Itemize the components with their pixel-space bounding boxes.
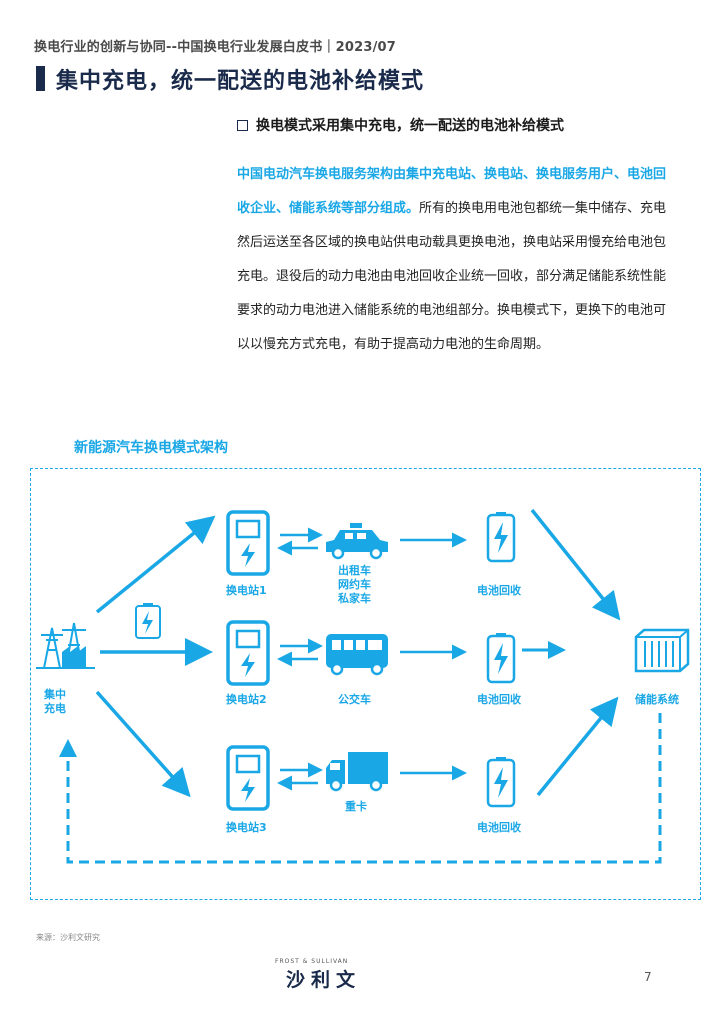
vehicle-label-1: 出租车 网约车 私家车 — [338, 564, 371, 606]
storage-container-icon — [634, 628, 690, 673]
central-label-line1: 集中 — [44, 688, 66, 701]
battery-icon — [486, 633, 516, 684]
factory-icon — [36, 646, 95, 669]
recycle-label-2: 电池回收 — [477, 693, 521, 706]
two-way-arrow — [277, 527, 323, 556]
swap-station-icon — [226, 745, 270, 811]
vehicle-label-3: 重卡 — [345, 800, 367, 813]
car-icon — [326, 523, 388, 560]
return-loop-arrow — [59, 713, 662, 864]
body-text: 所有的换电用电池包都统一集中储存、充电然后运送至各区域的换电站供电动载具更换电池… — [237, 201, 667, 352]
body-highlight: 中国电动汽车换电服务架构由集中充电站、换电站、换电服务用户、电池回收企业、储能系… — [237, 167, 667, 216]
body-paragraph: 中国电动汽车换电服务架构由集中充电站、换电站、换电服务用户、电池回收企业、储能系… — [237, 158, 677, 362]
section-title: 换电模式采用集中充电，统一配送的电池补给模式 — [256, 118, 564, 134]
diagram-title: 新能源汽车换电模式架构 — [74, 440, 228, 456]
recycle-label-3: 电池回收 — [477, 821, 521, 834]
page-number: 7 — [644, 970, 652, 984]
bus-icon — [326, 634, 388, 676]
central-label-line2: 充电 — [44, 702, 66, 715]
station-label-1: 换电站1 — [226, 584, 267, 597]
swap-station-icon — [226, 620, 270, 686]
swap-station-icon — [226, 510, 270, 576]
vehicle-label-line: 网约车 — [338, 578, 371, 591]
diagram-frame — [30, 468, 701, 900]
storage-label: 储能系统 — [635, 693, 679, 706]
vehicle-label-line: 出租车 — [338, 564, 371, 577]
two-way-arrow — [277, 762, 323, 791]
battery-icon — [135, 603, 161, 639]
two-way-arrow — [277, 638, 323, 667]
vehicle-label-line: 私家车 — [338, 592, 371, 605]
title-accent-bar — [36, 66, 45, 91]
arrow-to-storage-1 — [530, 508, 621, 621]
header-text: 换电行业的创新与协同--中国换电行业发展白皮书｜2023/07 — [34, 40, 397, 55]
arrow-central-to-station-1 — [95, 515, 216, 614]
station-label-2: 换电站2 — [226, 693, 267, 706]
recycle-label-1: 电池回收 — [477, 584, 521, 597]
arrow-to-storage-3 — [536, 696, 619, 797]
page-title: 集中充电，统一配送的电池补给模式 — [56, 69, 425, 94]
source-note: 来源：沙利文研究 — [36, 933, 100, 942]
battery-icon — [486, 757, 516, 808]
station-label-3: 换电站3 — [226, 821, 267, 834]
truck-icon — [326, 752, 388, 792]
vehicle-label-2: 公交车 — [338, 693, 371, 706]
logo-wordmark-small: FROST & SULLIVAN — [275, 958, 349, 965]
section-bullet-square — [237, 120, 248, 131]
battery-icon — [486, 512, 516, 563]
logo-wordmark: 沙利文 — [286, 969, 362, 991]
arrow-central-to-station-3 — [95, 690, 191, 798]
central-charging-label: 集中 充电 — [44, 688, 66, 716]
